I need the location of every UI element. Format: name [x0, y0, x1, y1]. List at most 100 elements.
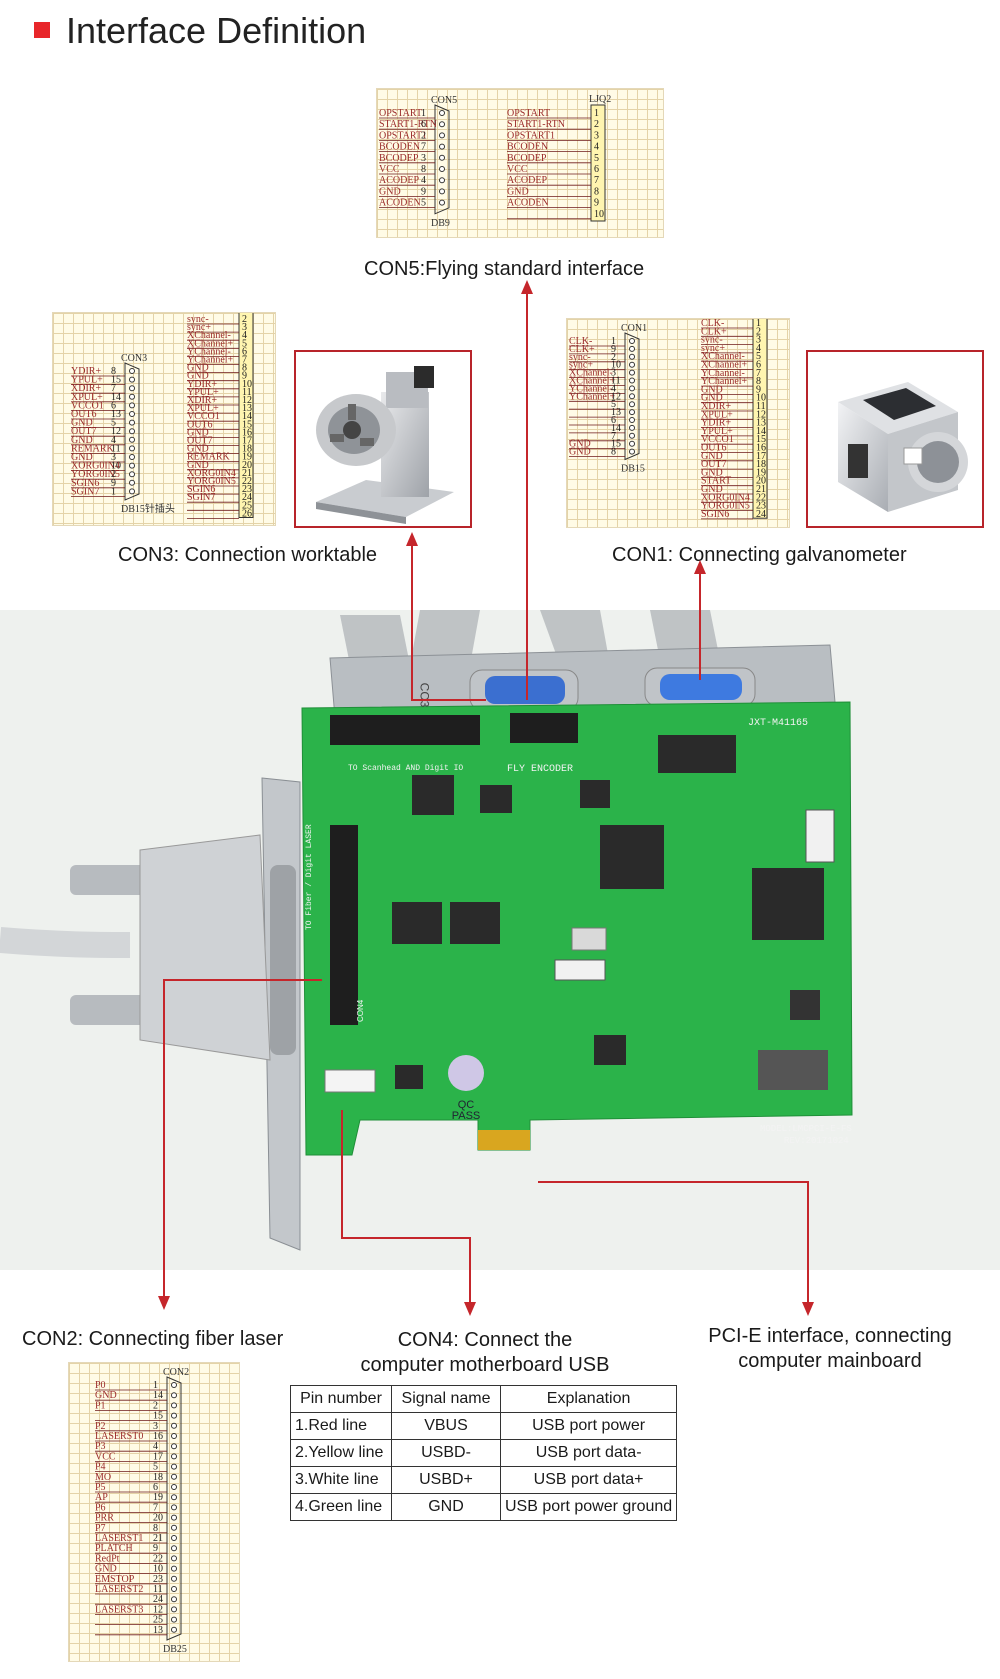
pcie-caption-line2: computer mainboard	[738, 1350, 922, 1372]
header-pin-label: GND	[187, 444, 209, 455]
pin-label: P4	[95, 1462, 106, 1473]
pin-label: VCC	[95, 1451, 116, 1462]
pin-label: VCC	[379, 164, 400, 175]
pin-contact-icon	[629, 338, 635, 344]
pcie-caption: PCI-E interface, connecting computer mai…	[680, 1324, 980, 1374]
pin-label: P5	[95, 1482, 106, 1493]
pin-label: BCODEP	[379, 153, 419, 164]
pin-contact-icon	[171, 1586, 177, 1592]
header-pin-number: 24	[242, 492, 252, 503]
pin-contact-icon	[171, 1555, 177, 1562]
header-pin-label: START	[701, 476, 731, 487]
con1-schematic-svg: CON1DB15CLK-1CLK+9sync-2sync+10XChannel-…	[569, 319, 768, 520]
pin-number: 2	[421, 130, 426, 141]
pin-label: P1	[95, 1400, 106, 1411]
pin-number: 4	[611, 383, 616, 394]
arrow-down-icon	[158, 1296, 170, 1310]
pin-contact-icon	[129, 454, 135, 460]
header-pin-label: VCCO1	[701, 434, 734, 445]
pin-label: SGIN6	[71, 478, 99, 489]
pin-contact-icon	[171, 1626, 177, 1633]
pin-label: YChannel+	[569, 391, 616, 402]
pin-contact-icon	[629, 401, 635, 408]
pin-number: 5	[421, 198, 426, 209]
pin-contact-icon	[171, 1402, 177, 1409]
table-cell: USB port data+	[499, 1466, 678, 1494]
connector-type: DB9	[431, 218, 450, 229]
pin-contact-icon	[129, 402, 135, 409]
pin-label: LASERST2	[95, 1584, 143, 1595]
table-cell: USB port power	[499, 1412, 678, 1440]
pin-contact-icon	[629, 369, 635, 376]
pin-number: 8	[153, 1523, 158, 1534]
connector-type: DB25	[163, 1644, 187, 1655]
header-pin-label: OPSTART1	[507, 130, 555, 141]
pin-label: sync-	[569, 352, 591, 363]
pin-contact-icon	[129, 428, 135, 435]
header-pin-label: YORG0IN5	[187, 476, 236, 487]
header-pin-number: 4	[242, 330, 247, 341]
header-pin-label: GND	[187, 371, 209, 382]
pin-number: 10	[153, 1564, 163, 1575]
pin-label: P2	[95, 1421, 106, 1432]
pin-number: 13	[111, 409, 121, 420]
header-pin-label: YChannel+	[187, 355, 234, 366]
table-row: 3.White line USBD+ USB port data+	[290, 1466, 678, 1494]
header-pin-label: XDIR+	[701, 401, 731, 412]
pin-number: 13	[611, 407, 621, 418]
con4-caption: CON4: Connect the computer motherboard U…	[340, 1328, 630, 1378]
pin-number: 1	[421, 108, 426, 119]
header-pin-number: 2	[594, 119, 599, 130]
pin-number: 1	[153, 1380, 158, 1391]
header-pin-number: 23	[242, 484, 252, 495]
fiber-label: TO Fiber / Digit LASER	[305, 824, 314, 930]
header-pin-label: START1-RTN	[507, 119, 565, 130]
header-pin-number: 9	[242, 371, 247, 382]
connector-shell-icon	[434, 104, 450, 215]
pin-label: GND	[95, 1390, 117, 1401]
connector-name: CON5	[431, 95, 457, 106]
con4-board-label: CON4	[356, 999, 365, 1022]
header-pin-label: BCODEP	[507, 153, 547, 164]
header-pin-number: 11	[756, 401, 766, 412]
pin-contact-icon	[129, 445, 135, 452]
pin-label: sync+	[569, 360, 593, 371]
pin-number: 15	[153, 1411, 163, 1422]
header-pin-number: 4	[756, 343, 761, 354]
pin-contact-icon	[171, 1412, 177, 1419]
title-marker-icon	[34, 22, 50, 38]
header-pin-label: GND	[507, 186, 529, 197]
pin-label: OUT7	[71, 426, 97, 437]
pin-label: START1-RTN	[379, 119, 437, 130]
con3-schematic-svg: CON3DB15针插头YDIR+8YPUL+15XDIR+7XPUL+14VCC…	[71, 313, 254, 519]
connector-name: CON3	[121, 353, 147, 364]
pin-number: 3	[111, 452, 116, 463]
header-pin-label: sync+	[701, 343, 725, 354]
header-pin-number: 7	[756, 368, 761, 379]
pin-label: CLK+	[569, 344, 595, 355]
pin-label: OPSTART	[379, 108, 422, 119]
pin-contact-icon	[171, 1433, 177, 1439]
pin-label: GND	[569, 439, 591, 450]
pin-label: ACODEN	[379, 198, 421, 209]
table-header-cell: Signal name	[391, 1385, 501, 1413]
header-pin-number: 10	[594, 209, 604, 220]
pin-number: 6	[611, 415, 616, 426]
header-pin-label: XORG0IN4	[187, 468, 236, 479]
table-cell: GND	[391, 1493, 501, 1521]
header-pin-number: 22	[756, 492, 766, 503]
pin-number: 7	[611, 431, 616, 442]
pin-contact-icon	[439, 154, 445, 161]
table-header-row: Pin number Signal name Explanation	[290, 1385, 678, 1413]
header-pin-label: YChannel-	[187, 346, 231, 357]
header-pin-label: OUT7	[187, 436, 213, 447]
header-pin-label: GND	[187, 363, 209, 374]
arrow-up-icon	[406, 532, 418, 546]
pin-label: EMSTOP	[95, 1574, 135, 1585]
pin-contact-icon	[129, 462, 135, 469]
pin-label: MO	[95, 1472, 111, 1483]
header-pin-number: 19	[242, 452, 252, 463]
pin-contact-icon	[439, 132, 445, 139]
pin-contact-icon	[629, 432, 635, 439]
